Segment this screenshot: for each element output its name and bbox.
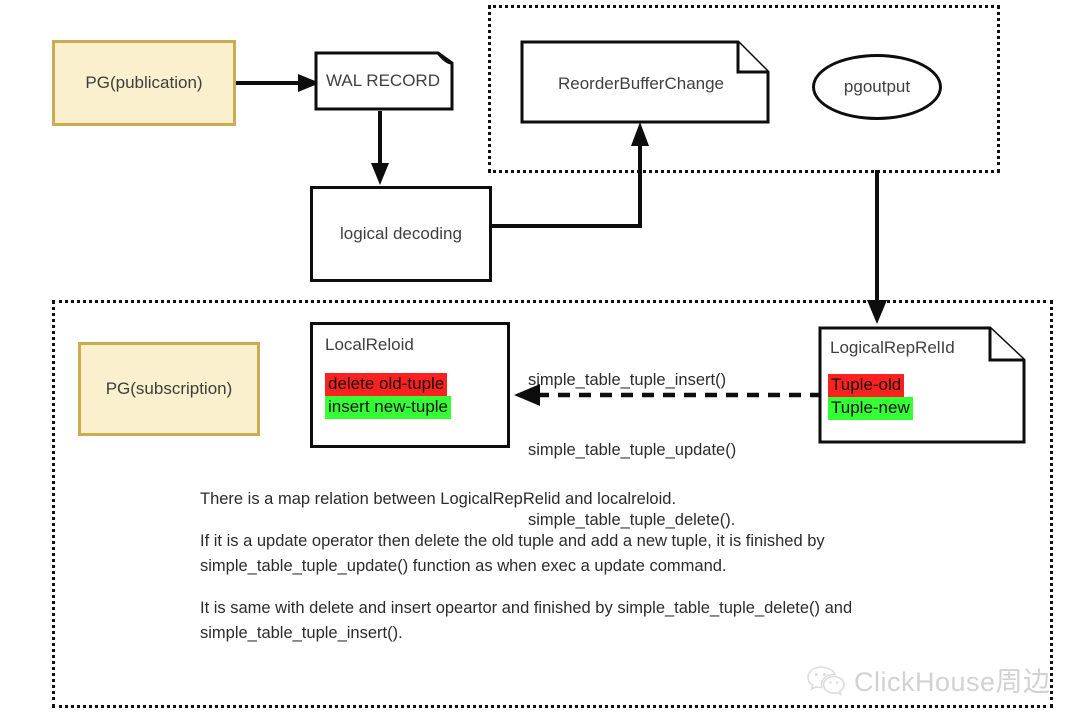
node-reorder-buffer-change[interactable]: ReorderBufferChange — [520, 40, 770, 124]
connector-wal-to-logical-decoding — [371, 111, 389, 185]
node-reorder-buffer-change-label: ReorderBufferChange — [558, 74, 725, 93]
explanation-paragraph-2: If it is a update operator then delete t… — [200, 532, 825, 575]
logical-rep-relid-row-tuple-old: Tuple-old — [828, 374, 905, 398]
edge-label-simple-table-functions: simple_table_tuple_insert() simple_table… — [528, 322, 736, 580]
connector-publication-to-wal — [236, 74, 320, 92]
publisher-output-group — [488, 5, 1000, 173]
node-pg-publication[interactable]: PG(publication) — [52, 40, 236, 126]
watermark-text: ClickHouse周边 — [854, 667, 1051, 697]
connector-logical-decoding-to-reorder-buffer — [492, 122, 649, 228]
node-pgoutput[interactable]: pgoutput — [812, 54, 942, 120]
node-pg-subscription-label: PG(subscription) — [105, 379, 233, 398]
local-reloid-row-insert: insert new-tuple — [325, 396, 452, 420]
logical-rep-relid-row-tuple-new: Tuple-new — [828, 397, 913, 421]
watermark: ClickHouse周边 — [806, 660, 1051, 699]
edge-label-line-1: simple_table_tuple_insert() — [528, 370, 727, 389]
connector-pgoutput-to-logicalreprelid — [867, 170, 887, 324]
node-pg-publication-label: PG(publication) — [85, 73, 203, 92]
subscriber-group — [52, 300, 1053, 708]
edge-label-line-2: simple_table_tuple_update() — [528, 441, 737, 460]
explanation-text: There is a map relation between LogicalR… — [200, 487, 890, 663]
edge-label-line-3: simple_table_tuple_delete(). — [528, 511, 736, 530]
node-logical-rep-relid[interactable]: LogicalRepRelId Tuple-old Tuple-new — [818, 326, 1026, 444]
explanation-paragraph-3: It is same with delete and insert opeart… — [200, 599, 853, 642]
wechat-icon — [807, 665, 845, 696]
node-pg-subscription[interactable]: PG(subscription) — [78, 342, 260, 436]
node-pgoutput-label: pgoutput — [843, 77, 911, 96]
connector-logicalreprelid-to-localreloid — [514, 384, 822, 406]
node-wal-record[interactable]: WAL RECORD — [314, 51, 454, 111]
node-wal-record-label: WAL RECORD — [326, 71, 440, 90]
node-logical-rep-relid-rows: Tuple-old Tuple-new — [828, 374, 913, 421]
explanation-paragraph-1: There is a map relation between LogicalR… — [200, 490, 677, 508]
node-local-reloid-rows: delete old-tuple insert new-tuple — [325, 373, 452, 420]
node-logical-decoding-label: logical decoding — [340, 224, 462, 243]
node-local-reloid-title: LocalReloid — [325, 335, 414, 354]
node-logical-rep-relid-title: LogicalRepRelId — [830, 338, 955, 357]
local-reloid-row-delete: delete old-tuple — [325, 373, 448, 397]
node-logical-decoding[interactable]: logical decoding — [310, 186, 492, 282]
node-local-reloid[interactable]: LocalReloid delete old-tuple insert new-… — [310, 322, 510, 448]
